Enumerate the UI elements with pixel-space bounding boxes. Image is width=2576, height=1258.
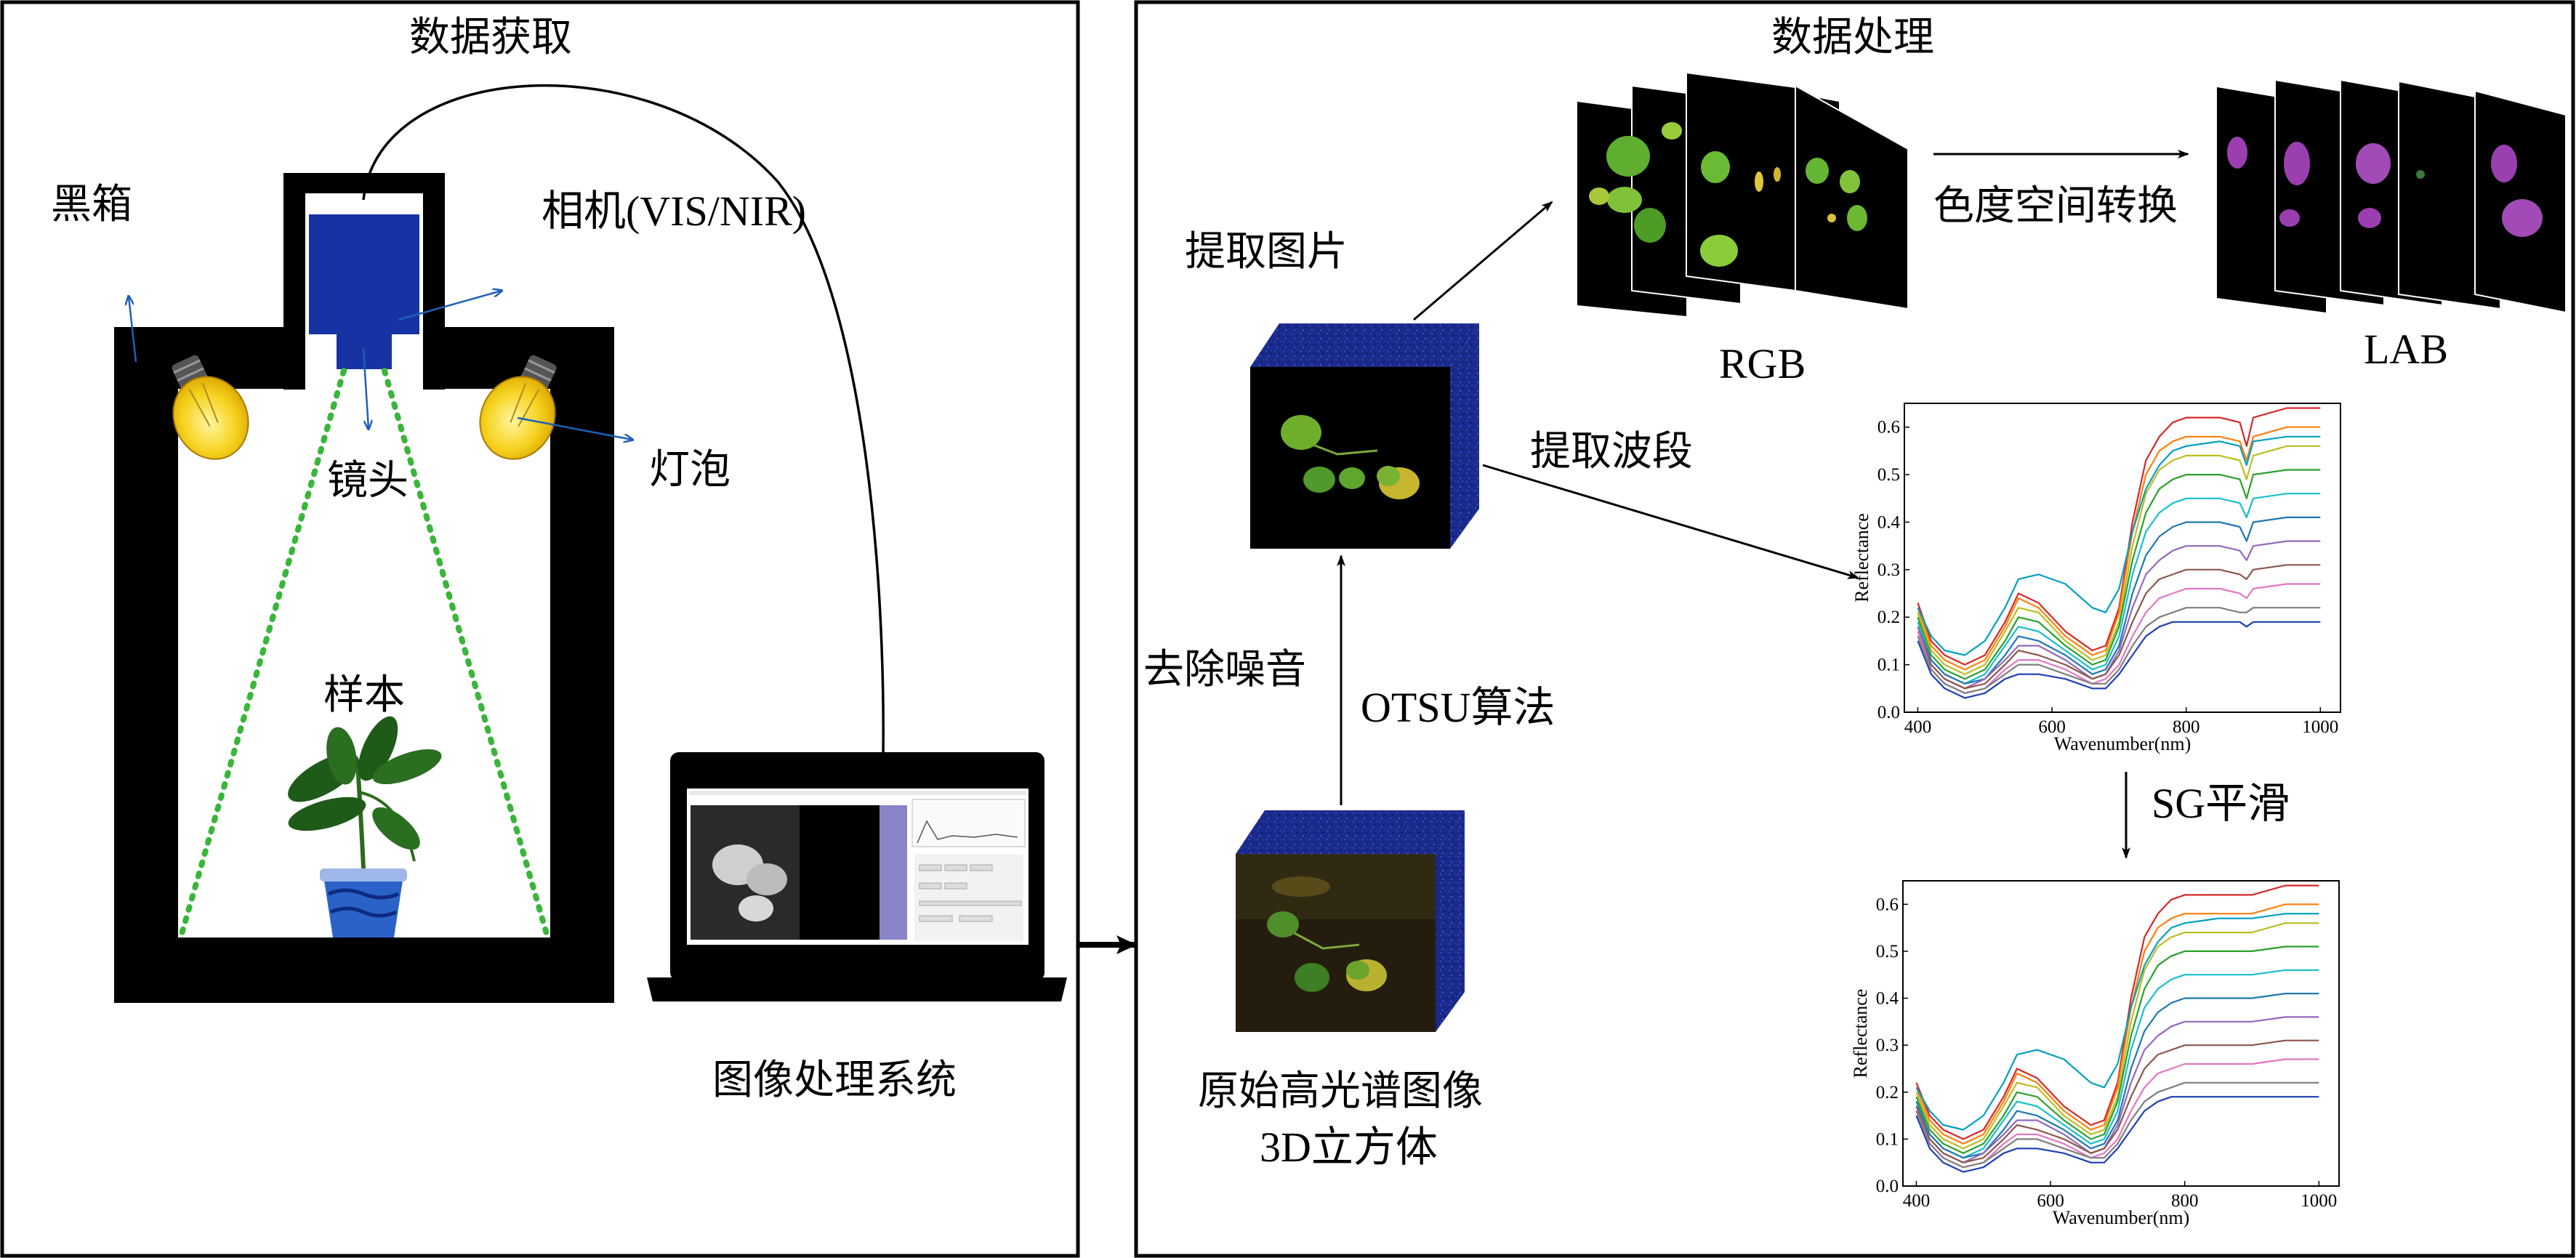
extract-band-label: 提取波段 bbox=[1530, 428, 1693, 475]
smoothed-chart-ytick-label: 0.4 bbox=[1876, 989, 1899, 1009]
smoothed-chart-series-line-11 bbox=[1915, 913, 2319, 1131]
rgb-label: RGB bbox=[1719, 340, 1806, 387]
raw-chart-ytick-label: 0.2 bbox=[1877, 608, 1900, 627]
smoothed-chart-xtick-label: 1000 bbox=[2301, 1191, 2337, 1211]
denoise-label: 去除噪音 bbox=[1143, 646, 1306, 693]
acquisition-title: 数据获取 bbox=[409, 14, 572, 61]
raw-chart-ytick-label: 0.3 bbox=[1877, 560, 1900, 580]
raw-cube-label-line2: 3D立方体 bbox=[1260, 1124, 1438, 1171]
sample-plant-icon bbox=[288, 716, 442, 869]
processing-title: 数据处理 bbox=[1771, 14, 1934, 61]
fov-left-line bbox=[179, 368, 347, 937]
raw-chart-xtick-label: 400 bbox=[1904, 717, 1932, 737]
raw-chart-series-line-2 bbox=[1917, 445, 2321, 675]
raw-chart-series-line-4 bbox=[1917, 493, 2321, 685]
smoothed-chart-ytick-label: 0.3 bbox=[1876, 1036, 1899, 1055]
extract-band-arrow bbox=[1482, 464, 1859, 579]
lens-pointer bbox=[362, 348, 369, 429]
black-box bbox=[114, 327, 614, 1003]
camera-pointer bbox=[398, 291, 502, 321]
processed-cube bbox=[1250, 323, 1479, 549]
smoothed-chart-series-line-6 bbox=[1915, 1016, 2319, 1164]
processing-panel: 数据处理 RGB 色度空间转换 bbox=[1134, 0, 2575, 1258]
smoothed-chart-series-line-1 bbox=[1915, 903, 2319, 1145]
smoothed-chart-series-line-3 bbox=[1915, 945, 2319, 1154]
raw-chart-ytick-label: 0.1 bbox=[1877, 656, 1900, 675]
processing-system-label: 图像处理系统 bbox=[712, 1057, 957, 1104]
raw-chart-xtick-label: 600 bbox=[2038, 717, 2066, 737]
bulb-pointer bbox=[517, 416, 632, 440]
camera-label: 相机(VIS/NIR) bbox=[542, 188, 806, 235]
smoothed-chart-series-line-4 bbox=[1915, 969, 2319, 1159]
smoothed-spectra-chart: 400 600 800 1000 0.0 0.1 0.2 0.3 0.4 0.5 0.6Wavenu… bbox=[1850, 880, 2340, 1228]
smoothed-chart-ytick-label: 0.6 bbox=[1876, 895, 1899, 914]
smoothed-chart-series-line-5 bbox=[1915, 993, 2319, 1159]
smoothed-chart-plot-frame bbox=[1902, 880, 2340, 1187]
raw-chart-ytick-label: 0.4 bbox=[1877, 512, 1901, 532]
light-bulb-left-icon bbox=[172, 355, 249, 460]
raw-chart-series-line-6 bbox=[1917, 540, 2321, 690]
raw-chart-ytick-label: 0.5 bbox=[1877, 465, 1900, 485]
raw-chart-series-line-11 bbox=[1917, 435, 2321, 656]
raw-chart-series-line-9 bbox=[1917, 607, 2321, 694]
fov-right-line bbox=[382, 368, 550, 937]
acquisition-panel: 数据获取 bbox=[0, 0, 1080, 1258]
lab-image-stack bbox=[2217, 78, 2567, 314]
raw-chart-xlabel: Wavenumber(nm) bbox=[2054, 733, 2191, 754]
smoothed-chart-series-line-2 bbox=[1915, 922, 2319, 1150]
raw-chart-xtick-label: 1000 bbox=[2302, 717, 2338, 737]
bulb-label: 灯泡 bbox=[649, 446, 730, 493]
extract-image-label: 提取图片 bbox=[1185, 228, 1348, 275]
raw-cube-label-line1: 原始高光谱图像 bbox=[1198, 1068, 1483, 1115]
raw-chart-ylabel: Reflectance bbox=[1851, 513, 1872, 602]
smoothed-chart-series-line-9 bbox=[1915, 1081, 2319, 1169]
laptop-icon bbox=[647, 752, 1067, 1001]
smoothed-chart-xtick-label: 800 bbox=[2171, 1191, 2199, 1211]
smoothed-chart-xlabel: Wavenumber(nm) bbox=[2053, 1207, 2190, 1228]
smoothed-chart-series-line-10 bbox=[1915, 1096, 2319, 1173]
raw-chart-xtick-label: 800 bbox=[2173, 717, 2200, 737]
sg-smooth-label: SG平滑 bbox=[2152, 780, 2290, 827]
raw-chart-series-line-10 bbox=[1917, 621, 2321, 699]
processing-panel-border bbox=[1134, 0, 2575, 1258]
raw-chart-plot-frame bbox=[1904, 403, 2341, 713]
black-box-pointer bbox=[129, 297, 137, 363]
smoothed-chart-ytick-label: 0.2 bbox=[1876, 1083, 1899, 1102]
camera-body bbox=[309, 214, 419, 334]
smoothed-chart-xtick-label: 600 bbox=[2037, 1191, 2064, 1211]
extract-image-arrow bbox=[1413, 201, 1553, 321]
raw-cube bbox=[1236, 810, 1465, 1032]
lens-label: 镜头 bbox=[327, 457, 408, 504]
flower-pot-icon bbox=[320, 868, 407, 938]
raw-spectra-chart: 400 600 800 1000 0.0 0.1 0.2 0.3 0.4 0.5 0.6Wavenu… bbox=[1851, 403, 2341, 754]
camera-cable bbox=[362, 84, 885, 757]
smoothed-chart-xtick-label: 400 bbox=[1903, 1191, 1931, 1211]
rgb-image-stack bbox=[1577, 71, 1909, 316]
otsu-label: OTSU算法 bbox=[1361, 684, 1555, 731]
smoothed-chart-ytick-label: 0.5 bbox=[1876, 942, 1899, 961]
color-space-label: 色度空间转换 bbox=[1933, 182, 2178, 230]
sample-label: 样本 bbox=[323, 672, 405, 719]
lab-label: LAB bbox=[2364, 326, 2448, 373]
smoothed-chart-ytick-label: 0.0 bbox=[1876, 1177, 1899, 1196]
raw-chart-series-line-3 bbox=[1917, 469, 2321, 680]
acquisition-panel-border bbox=[0, 0, 1080, 1258]
raw-chart-series-line-1 bbox=[1917, 426, 2321, 671]
smoothed-chart-ytick-label: 0.1 bbox=[1876, 1129, 1899, 1149]
black-box-label: 黑箱 bbox=[51, 181, 132, 228]
raw-chart-ytick-label: 0.6 bbox=[1877, 418, 1900, 438]
raw-chart-series-line-7 bbox=[1917, 564, 2321, 690]
raw-chart-ytick-label: 0.0 bbox=[1877, 703, 1900, 722]
raw-chart-series-line-5 bbox=[1917, 516, 2321, 685]
smoothed-chart-ylabel: Reflectance bbox=[1850, 989, 1871, 1078]
smoothed-chart-series-line-7 bbox=[1915, 1039, 2319, 1164]
